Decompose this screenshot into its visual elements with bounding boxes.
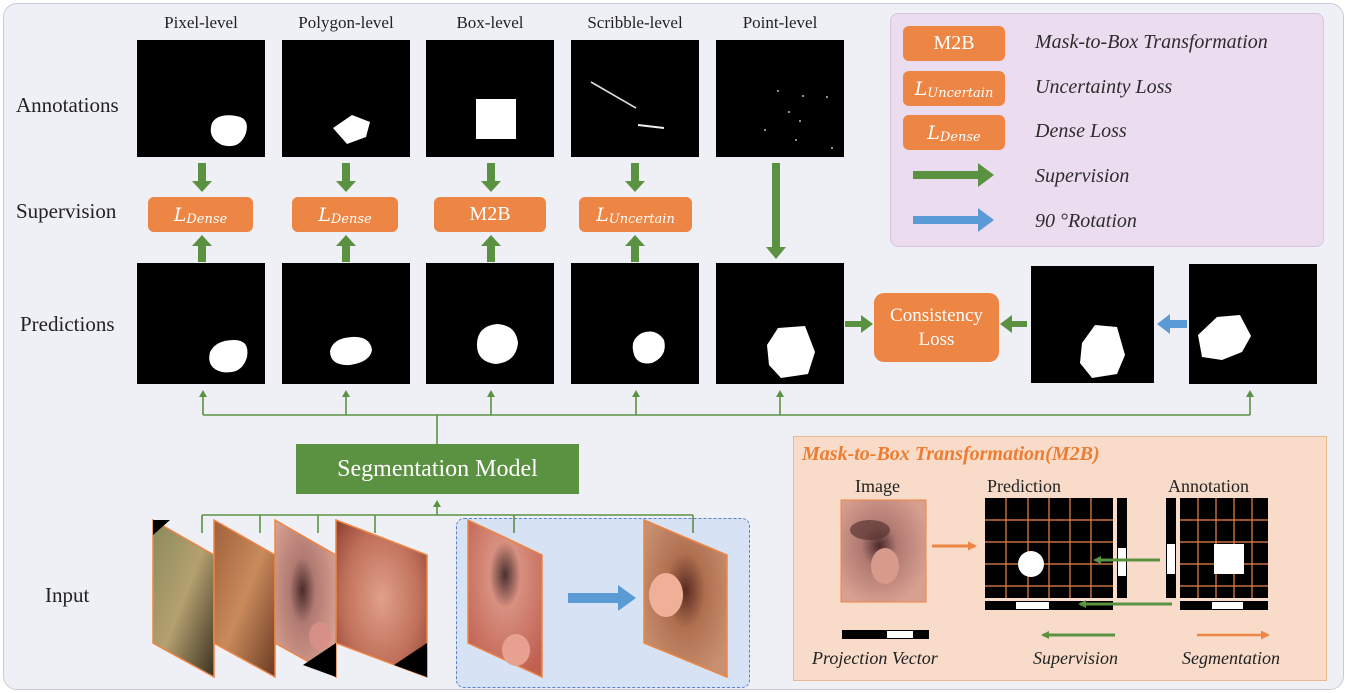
m2b-graphics <box>840 498 1270 640</box>
column-title-point: Point-level <box>742 13 818 32</box>
row-title-annotations: Annotations <box>16 93 119 117</box>
input-frames <box>152 518 728 679</box>
rotation-arrow-predictions <box>1157 314 1187 334</box>
legend-rotation-label: 90 °Rotation <box>1035 210 1137 232</box>
legend-dense-label: Dense Loss <box>1035 120 1127 142</box>
column-title-polygon: Polygon-level <box>298 13 394 32</box>
annotation-point <box>716 40 844 157</box>
prediction-polygon <box>282 263 410 384</box>
annotation-box <box>426 40 554 157</box>
prediction-scribble <box>571 263 699 384</box>
row-title-predictions: Predictions <box>20 312 115 336</box>
annotation-masks <box>137 40 844 157</box>
legend-rotation-arrow <box>913 208 994 232</box>
input-rotated <box>643 518 728 679</box>
m2b-supervision-label: Supervision <box>1033 648 1118 668</box>
prediction-box <box>426 263 554 384</box>
legend-supervision-arrow <box>913 163 994 187</box>
legend-uncertain-label: Uncertainty Loss <box>1035 76 1173 98</box>
consistency-loss-box: Consistency Loss <box>874 293 999 362</box>
annotation-scribble <box>571 40 699 157</box>
prediction-original <box>1189 264 1317 384</box>
m2b-prediction-label: Prediction <box>987 476 1061 496</box>
segmentation-model-box: Segmentation Model <box>296 444 579 494</box>
legend-supervision-label: Supervision <box>1035 165 1130 187</box>
projection-vector-label: Projection Vector <box>812 648 938 668</box>
m2b-segmentation-label: Segmentation <box>1182 648 1280 668</box>
column-title-box: Box-level <box>456 13 524 32</box>
column-title-pixel: Pixel-level <box>164 13 238 32</box>
legend-m2b-label: Mask-to-Box Transformation <box>1035 31 1268 53</box>
legend-m2b-swatch: M2B <box>903 26 1005 61</box>
m2b-annotation-label: Annotation <box>1168 476 1249 496</box>
rotation-arrow-input <box>568 585 636 611</box>
m2b-box: M2B <box>434 197 546 232</box>
column-title-scribble: Scribble-level <box>587 13 683 32</box>
supervision-arrows <box>192 163 1027 333</box>
prediction-masks <box>137 263 1317 384</box>
row-title-input: Input <box>45 583 90 607</box>
input-frame-2 <box>213 518 276 679</box>
annotation-pixel <box>137 40 265 157</box>
model-output-connectors <box>199 390 1254 533</box>
prediction-pixel <box>137 263 265 384</box>
m2b-panel-title: Mask-to-Box Transformation(M2B) <box>802 443 1100 465</box>
row-title-supervision: Supervision <box>16 199 117 223</box>
projection-vector-swatch <box>842 630 929 639</box>
input-frame-1 <box>152 518 215 679</box>
m2b-image-label: Image <box>855 476 900 496</box>
